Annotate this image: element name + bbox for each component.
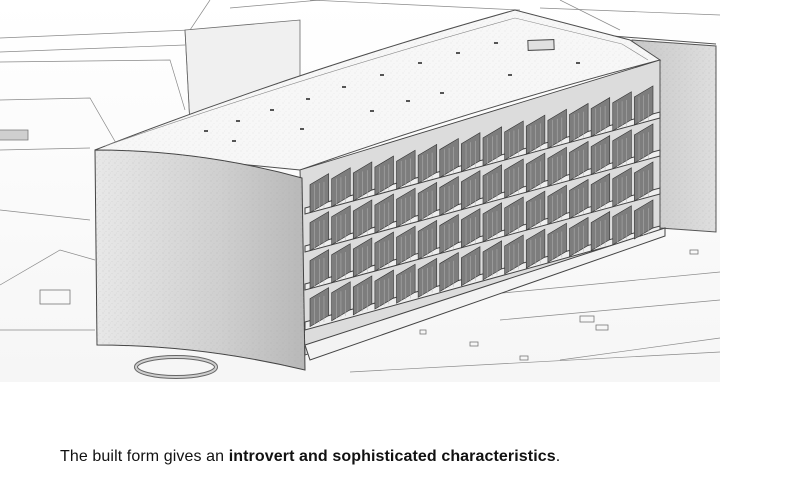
roof-vents	[204, 42, 580, 142]
caption-emphasis: introvert and sophisticated characterist…	[228, 448, 556, 465]
caption-prefix: The built form gives an	[60, 448, 229, 465]
site-plan-lines	[0, 0, 720, 373]
architectural-rendering	[0, 0, 720, 382]
caption-suffix: .	[555, 448, 561, 465]
ground-marks	[0, 129, 699, 361]
caption: The built form gives an introvert and so…	[60, 448, 560, 466]
roof	[94, 9, 662, 171]
left-end-wall	[94, 149, 306, 371]
facade-screen-panels	[309, 85, 654, 328]
